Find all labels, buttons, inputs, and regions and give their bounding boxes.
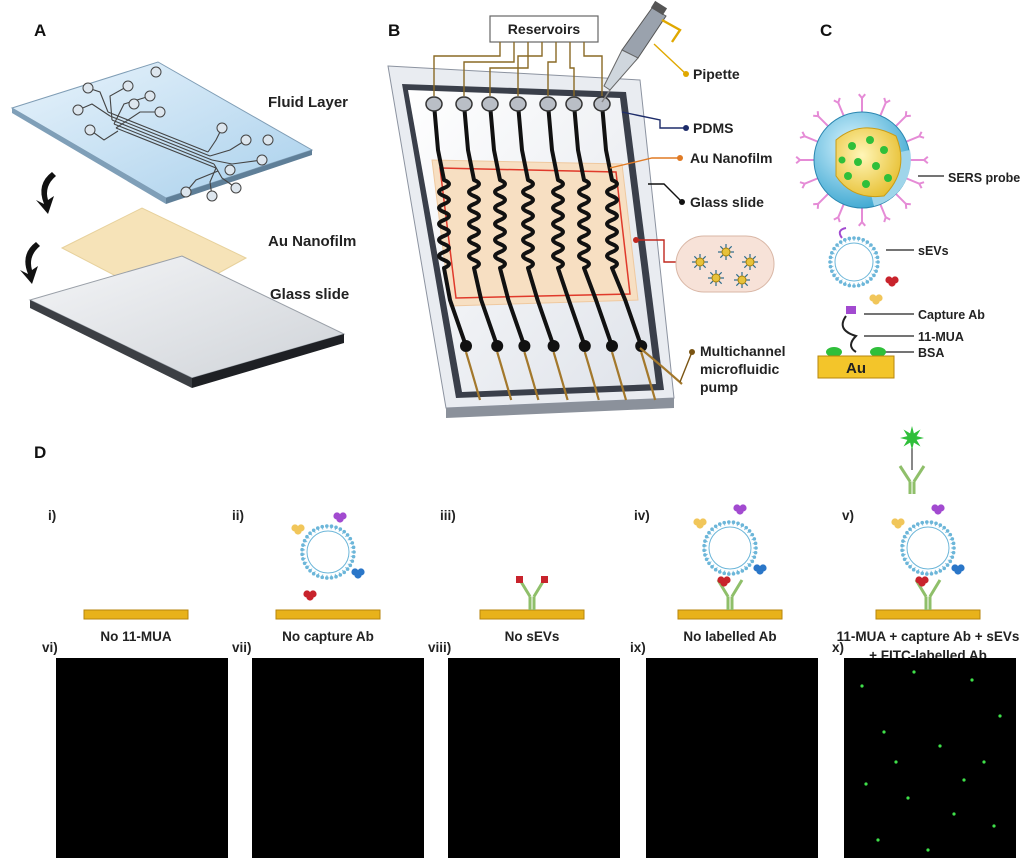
gold-substrate-bar	[678, 610, 782, 619]
condition-roman: iii)	[440, 508, 456, 523]
sev-vesicle-icon	[291, 512, 364, 600]
pump-leader	[680, 352, 692, 382]
condition-caption: 11-MUA + capture Ab + sEVs	[837, 629, 1020, 644]
fluorescence-image	[56, 658, 228, 858]
glass-slide-label: Glass slide	[270, 286, 349, 303]
sevs-label: sEVs	[918, 244, 949, 258]
condition-5: v)11-MUA + capture Ab + sEVs+ FITC-label…	[837, 426, 1020, 663]
fluorophore-icon	[900, 426, 924, 450]
panel-d: D i) No 11-MUA ii) No capture Ab iii) No sEVs…	[34, 426, 1019, 858]
micrograph-3: viii)	[428, 640, 620, 858]
micrograph-roman: vii)	[232, 640, 252, 655]
fluorescence-image	[646, 658, 818, 858]
condition-roman: v)	[842, 508, 854, 523]
fluid-layer-label: Fluid Layer	[268, 94, 348, 111]
pdms-dot	[683, 125, 689, 131]
pipette-label: Pipette	[693, 66, 740, 82]
fluorescence-image	[844, 658, 1016, 858]
bsa-label: BSA	[918, 346, 944, 360]
chip-au-nanofilm-label: Au Nanofilm	[690, 150, 772, 166]
sers-probe-label: SERS probe	[948, 171, 1020, 185]
pump-label-line1: Multichannel	[700, 343, 786, 359]
sev-vesicle-icon	[891, 504, 964, 586]
micrograph-roman: ix)	[630, 640, 646, 655]
gold-substrate-bar	[84, 610, 188, 619]
gold-substrate-bar	[876, 610, 980, 619]
chip-glass-slide-label: Glass slide	[690, 194, 764, 210]
au-dot	[677, 155, 683, 161]
gold-substrate-bar	[480, 610, 584, 619]
au-block-label: Au	[846, 360, 866, 377]
panel-a: A Flui	[12, 21, 356, 388]
down-arrow-icon	[36, 172, 56, 214]
condition-2: ii) No capture Ab	[232, 508, 380, 644]
sev-vesicle-icon	[828, 228, 898, 314]
au-nanofilm-label: Au Nanofilm	[268, 233, 356, 250]
sev-vesicle-icon	[693, 504, 766, 586]
condition-caption: No labelled Ab	[683, 629, 776, 644]
sevs-zoom-bubble	[676, 236, 774, 292]
panel-a-letter: A	[34, 21, 46, 40]
condition-roman: iv)	[634, 508, 650, 523]
micrograph-2: vii)	[232, 640, 424, 858]
pump-label-line3: pump	[700, 379, 738, 395]
pipette-dot	[683, 71, 689, 77]
sers-probe-icon	[796, 94, 928, 226]
antibody-tips	[516, 576, 548, 583]
condition-4: iv) No labelled Ab	[634, 504, 782, 644]
chip-au-nanofilm	[432, 160, 638, 306]
fluorescence-image	[448, 658, 620, 858]
microfluidic-chip	[388, 66, 674, 418]
down-arrow-icon	[20, 242, 40, 284]
reservoirs-label: Reservoirs	[508, 21, 581, 37]
panel-b-letter: B	[388, 21, 400, 40]
pipette-leader	[654, 44, 686, 74]
micrograph-roman: viii)	[428, 640, 451, 655]
mua-label: 11-MUA	[918, 330, 964, 344]
pump-label-line2: microfluidic	[700, 361, 780, 377]
zoom-dot	[633, 237, 639, 243]
condition-roman: ii)	[232, 508, 244, 523]
capture-antibody-icon	[520, 580, 544, 610]
panel-c: C SERS probe sEVs Capture Ab 11-MUA BSA	[796, 21, 1020, 378]
micrograph-4: ix)	[630, 640, 818, 858]
micrograph-1: vi)	[42, 640, 228, 858]
fluorescence-image	[252, 658, 424, 858]
condition-roman: i)	[48, 508, 56, 523]
panel-c-letter: C	[820, 21, 832, 40]
fluid-layer-plate	[12, 62, 312, 204]
condition-caption: No 11-MUA	[100, 629, 172, 644]
pump-dot	[689, 349, 695, 355]
condition-1: i) No 11-MUA	[48, 508, 188, 644]
pdms-label: PDMS	[693, 120, 733, 136]
condition-caption: No capture Ab	[282, 629, 374, 644]
panel-b: B Reservoirs Pipette PDMS	[388, 1, 786, 418]
glass-slide-plate	[30, 256, 344, 388]
panel-d-letter: D	[34, 443, 46, 462]
micrograph-5: x)	[832, 640, 1016, 858]
condition-3: iii) No sEVs	[440, 508, 584, 644]
micrograph-roman: vi)	[42, 640, 58, 655]
micrograph-roman: x)	[832, 640, 844, 655]
glass-dot	[679, 199, 685, 205]
fitc-labelled-antibody-icon	[900, 426, 924, 494]
gold-substrate-bar	[276, 610, 380, 619]
condition-caption: No sEVs	[505, 629, 560, 644]
capture-ab-label: Capture Ab	[918, 308, 985, 322]
